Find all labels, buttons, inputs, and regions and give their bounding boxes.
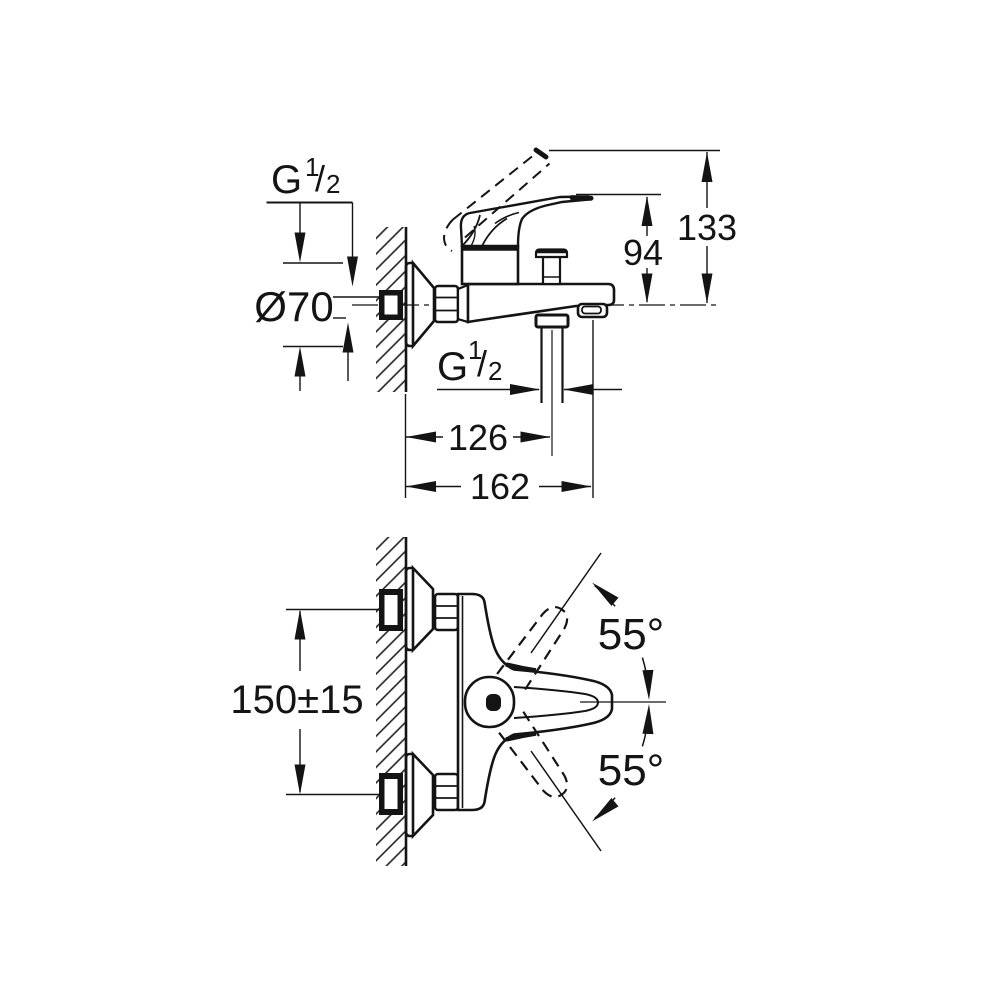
- connection-nut-upper: [433, 592, 460, 632]
- arrowhead: [642, 669, 655, 701]
- arrowhead: [588, 578, 619, 606]
- wall-section-front: [376, 537, 408, 866]
- arrowhead: [588, 798, 619, 826]
- front-view-drawing: 55° 55° 150±15: [230, 537, 666, 866]
- body-neck: [456, 283, 470, 324]
- arrowhead: [406, 431, 436, 443]
- angle-axis-down: [530, 750, 602, 852]
- arrowhead: [342, 322, 354, 353]
- dim-depth-162: 162: [406, 320, 594, 507]
- diverter-knob: [534, 248, 569, 286]
- handle-raised-dashed: [442, 147, 551, 252]
- escutcheon-upper: [404, 564, 435, 654]
- thread-shower-label: G 1 / 2: [437, 335, 502, 389]
- faucet-body-front: [456, 592, 614, 812]
- dim-thread-wall: G 1 / 2: [266, 152, 358, 391]
- raised-lever-tip: [533, 147, 549, 160]
- arrowhead: [641, 196, 653, 226]
- angle-lower-label: 55°: [598, 746, 665, 795]
- wall-union-fitting-upper: [379, 589, 403, 631]
- arrowhead: [701, 273, 713, 304]
- escutcheon-diameter-label: Ø70: [254, 283, 333, 330]
- handle-lever-side: [459, 195, 594, 248]
- wall-union-fitting-lower: [379, 773, 403, 815]
- side-view-drawing: G 1 / 2 Ø70: [254, 147, 737, 507]
- arrowhead: [294, 609, 306, 640]
- dim-angle-upper: 55°: [588, 578, 665, 701]
- connection-nut-side: [433, 284, 460, 324]
- arrowhead: [641, 273, 653, 304]
- angle-axis-up: [530, 552, 602, 654]
- arrowhead: [347, 256, 358, 287]
- arrowhead: [561, 481, 592, 492]
- lever-junction-shadow-top: [505, 662, 537, 673]
- arrowhead: [294, 764, 306, 795]
- dim-total-height-133: 133: [549, 149, 737, 304]
- lever-junction-shadow-bottom: [505, 731, 537, 742]
- arrowhead: [701, 152, 713, 182]
- dim-thread-shower: G 1 / 2: [437, 335, 622, 395]
- handle-slot: [486, 694, 501, 711]
- dim-depth-126: 126: [404, 394, 551, 498]
- depth-162-label: 162: [470, 466, 530, 507]
- thread-wall-label: G 1 / 2: [271, 152, 340, 202]
- dim-escutcheon-diameter: Ø70: [254, 283, 379, 330]
- angle-upper-label: 55°: [598, 610, 665, 659]
- connection-spacing-label: 150±15: [230, 678, 363, 722]
- wall-union-fitting: [379, 290, 403, 320]
- total-height-label: 133: [677, 207, 737, 248]
- shower-outlet-pipe: [534, 313, 570, 456]
- dim-connection-spacing: 150±15: [230, 608, 379, 796]
- cartridge-block: [460, 244, 520, 286]
- connection-nut-lower: [433, 772, 460, 812]
- escutcheon-side: [404, 259, 436, 350]
- arrowhead: [294, 232, 306, 263]
- arrowhead: [294, 346, 306, 377]
- spout-outlet: [576, 302, 609, 319]
- dim-angle-lower: 55°: [588, 703, 665, 826]
- lever-tip: [569, 195, 594, 201]
- arrowhead: [406, 481, 436, 492]
- arrowhead: [563, 384, 594, 395]
- wall-hatching: [376, 537, 406, 866]
- depth-126-label: 126: [448, 417, 508, 458]
- escutcheon-lower: [404, 750, 435, 840]
- dim-handle-height-94: 94: [576, 193, 663, 304]
- arrowhead: [642, 703, 655, 735]
- arrowhead: [510, 384, 540, 395]
- faucet-body-side: [466, 282, 616, 324]
- handle-height-label: 94: [623, 232, 663, 273]
- arrowhead: [520, 431, 551, 443]
